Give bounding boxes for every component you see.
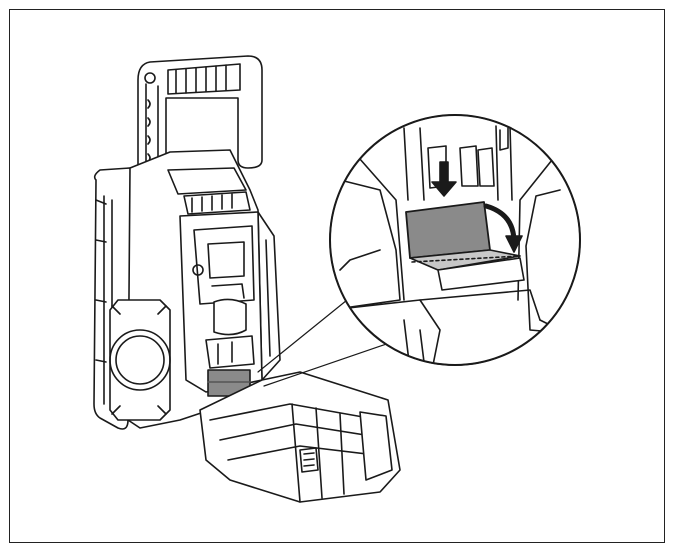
battery-cover: [405, 201, 491, 259]
detail-magnifier: [329, 114, 581, 366]
down-arrow-icon: [431, 161, 457, 197]
device-body: [93, 149, 281, 430]
curved-arrow-icon: [505, 235, 523, 253]
open-cover: [199, 371, 401, 503]
callout-lines: [257, 295, 399, 387]
